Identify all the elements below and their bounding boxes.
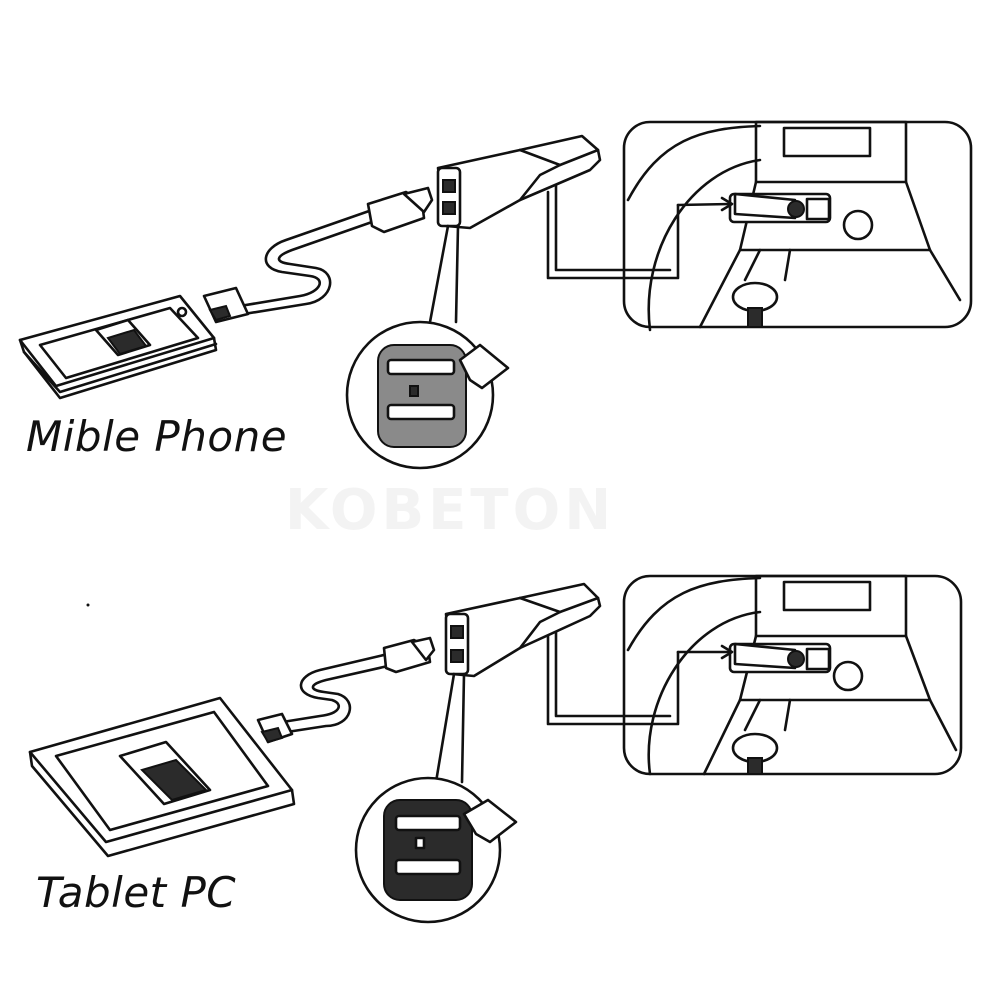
watermark-text: KOBETON — [285, 478, 616, 543]
car-dashboard-inset-2 — [622, 574, 963, 776]
tablet-pc-device — [28, 696, 296, 858]
caption-mobile-phone: Mible Phone — [26, 412, 288, 461]
charger-to-inset-line-2 — [546, 634, 680, 726]
panel-mobile-phone — [18, 120, 973, 470]
usb-port-callout-2 — [354, 672, 518, 924]
usb-port-callout-1 — [345, 224, 510, 470]
charger-to-inset-line-1 — [546, 190, 680, 280]
car-dashboard-inset-1 — [622, 120, 973, 332]
caption-tablet-pc: Tablet PC — [36, 868, 237, 917]
usb-cable-2 — [256, 636, 436, 744]
stray-dot — [86, 603, 90, 607]
panel-tablet-pc — [28, 574, 963, 924]
mobile-phone-device — [18, 294, 218, 400]
car-charger-1 — [436, 134, 602, 230]
usb-cable-1 — [202, 186, 434, 324]
car-charger-2 — [444, 582, 602, 678]
